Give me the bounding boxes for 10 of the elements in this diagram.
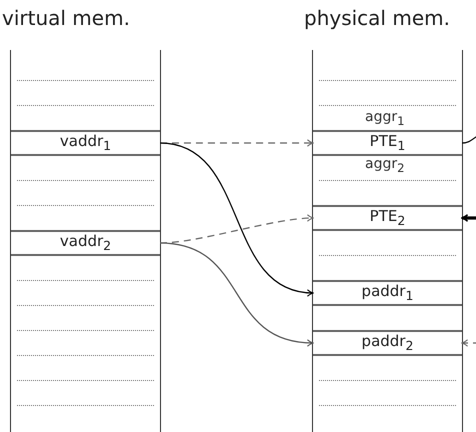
- column-heading: physical mem.: [304, 6, 450, 30]
- column-heading: virtual mem.: [2, 6, 130, 30]
- memory-label: aggr$_{2}$: [365, 156, 405, 175]
- memory-slot: PTE$_{2}$: [313, 205, 462, 231]
- memory-slot: paddr$_{2}$: [313, 330, 462, 356]
- memory-slot: vaddr$_{1}$: [11, 130, 160, 156]
- memory-slot: vaddr$_{2}$: [11, 230, 160, 256]
- memory-label: aggr$_{1}$: [365, 109, 405, 128]
- memory-slot: PTE$_{1}$: [313, 130, 462, 156]
- memory-slot: paddr$_{1}$: [313, 280, 462, 306]
